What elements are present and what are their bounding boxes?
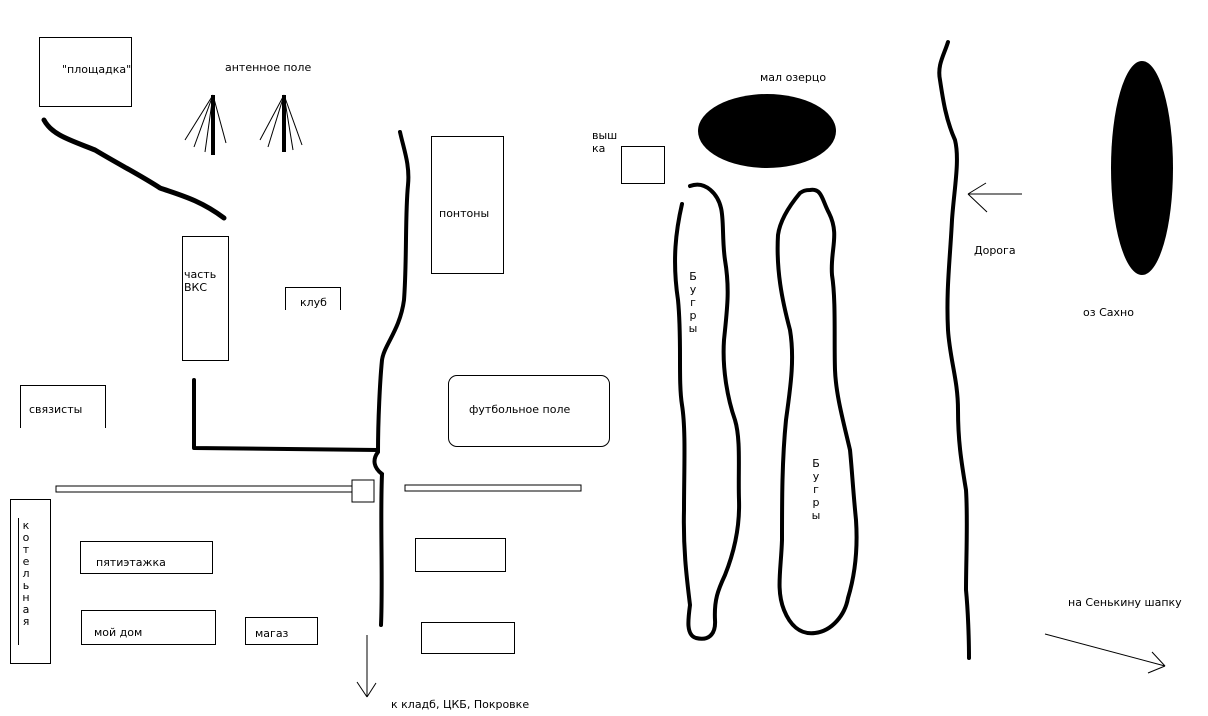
hill-left-outline xyxy=(673,182,742,641)
pyatietazhka-box xyxy=(80,541,213,574)
kotelnaya-label: котельная xyxy=(22,519,30,628)
mal-ozertso-label: мал озерцо xyxy=(760,71,827,84)
chast-vks-box xyxy=(182,236,229,361)
magaz-box xyxy=(245,617,318,645)
antennoe-pole-label: антенное поле xyxy=(225,61,312,74)
moy-dom-box xyxy=(81,610,216,645)
kotelnaya-inner xyxy=(18,518,38,645)
chast-vks-label: часть ВКС xyxy=(184,268,217,294)
mal-ozertso-shape xyxy=(698,94,836,168)
building-box-2 xyxy=(421,622,515,654)
building-box-1 xyxy=(415,538,506,572)
pontony-box xyxy=(431,136,504,274)
svyazisty-label: связисты xyxy=(29,403,83,416)
bugry-right-label: Бугры xyxy=(811,457,821,522)
k-kladb-label: к кладб, ЦКБ, Покровке xyxy=(391,698,530,711)
oz-sakhno-label: оз Сахно xyxy=(1083,306,1134,319)
magaz-label: магаз xyxy=(255,627,289,640)
doroga-label: Дорога xyxy=(974,244,1016,257)
moy-dom-label: мой дом xyxy=(94,626,143,639)
fence-right xyxy=(404,484,582,492)
oz-sakhno-shape xyxy=(1111,61,1173,275)
svyazisty-box xyxy=(20,385,106,428)
klub-label: клуб xyxy=(300,296,327,309)
checkpoint xyxy=(351,479,375,503)
pontony-label: понтоны xyxy=(439,207,490,220)
main-road xyxy=(372,130,411,627)
vyshka-label: выш ка xyxy=(592,129,618,155)
futbolnoe-pole-label: футбольное поле xyxy=(469,403,571,416)
pyatietazhka-label: пятиэтажка xyxy=(96,556,166,569)
arrow-right-icon xyxy=(1044,633,1166,674)
bugry-left-label: Бугры xyxy=(688,270,698,335)
na-senkinu-shapku-label: на Сенькину шапку xyxy=(1068,596,1182,609)
hill-right-outline xyxy=(775,187,859,636)
ploshchadka-box xyxy=(39,37,132,107)
side-road xyxy=(192,378,380,452)
doroga-road xyxy=(937,40,971,660)
ploshchadka-label: "площадка" xyxy=(62,63,132,76)
futbolnoe-pole-box xyxy=(448,375,610,447)
road-top-left xyxy=(41,117,227,221)
klub-box xyxy=(285,287,341,310)
arrow-left-icon xyxy=(967,182,1022,213)
vyshka-box xyxy=(621,146,665,184)
arrow-down-icon xyxy=(356,635,377,698)
antenna-icon xyxy=(259,94,303,152)
fence-left xyxy=(55,485,353,493)
antenna-icon xyxy=(184,94,227,155)
